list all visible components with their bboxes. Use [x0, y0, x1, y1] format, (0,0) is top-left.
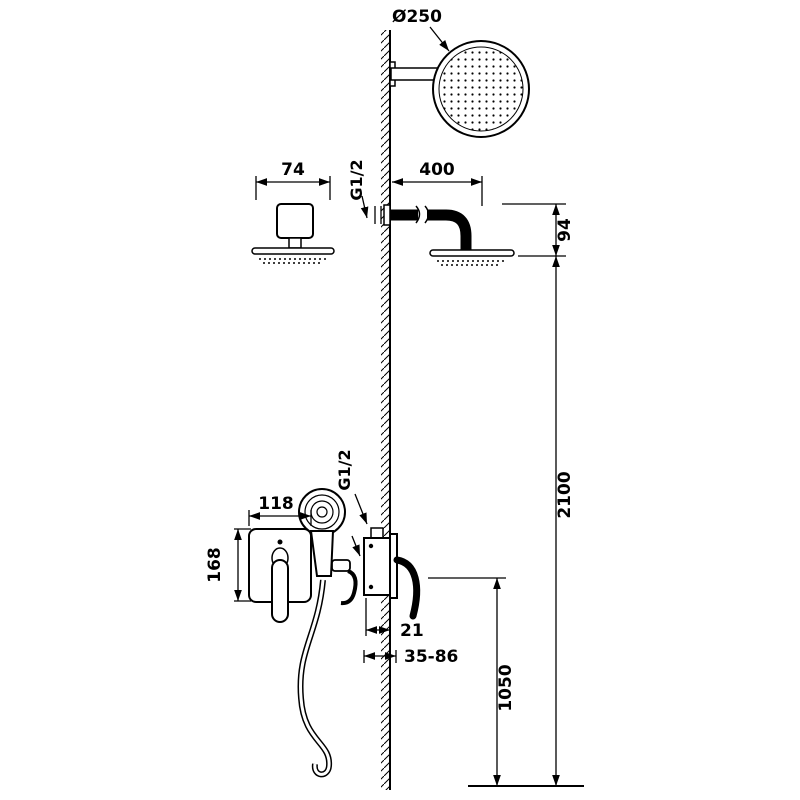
valve-screw — [368, 584, 374, 590]
pipe-break-mark — [424, 205, 430, 224]
dim-top-thread-label: G1/2 — [347, 159, 366, 200]
hand-shower-ring — [316, 506, 328, 518]
dim-valve-height-label: 1050 — [496, 664, 516, 711]
head-disc-edge — [251, 247, 335, 255]
mixer-lever-side — [393, 556, 421, 620]
ceiling-flange — [276, 203, 314, 239]
pipe-break-gap — [418, 207, 427, 223]
dim-arm-length-label: 400 — [419, 160, 455, 180]
valve-trim-plate — [389, 533, 398, 599]
shower-holder-bracket — [331, 559, 351, 572]
dim-head-drop-label: 94 — [555, 218, 575, 242]
mixer-lever-front — [271, 559, 289, 623]
diverter-button — [277, 539, 283, 545]
shower-hose-inner — [298, 579, 331, 776]
dim-bottom-thread-arrow — [351, 535, 361, 557]
valve-body — [363, 537, 391, 596]
dim-bottom-thread-label: G1/2 — [335, 449, 354, 490]
dim-plate-height-label: 168 — [205, 547, 225, 583]
head-disc-edge-side — [429, 249, 515, 257]
arm-wall-connector — [383, 204, 391, 226]
valve-screw — [368, 543, 374, 549]
overhead-shower-front-view — [389, 40, 530, 138]
dim-plate-width-label: 118 — [258, 494, 294, 514]
hand-shower — [297, 488, 358, 778]
shower-holder-hook — [340, 569, 358, 606]
wall-section — [381, 30, 391, 790]
dim-recess-depth-label: 35-86 — [404, 647, 458, 667]
pipe-break-mark — [415, 205, 421, 224]
shower-hose-outline — [297, 579, 333, 778]
shower-head-spray-face — [438, 46, 524, 132]
dim-handle-offset-label: 21 — [400, 621, 424, 641]
shower-arm-side — [391, 209, 472, 250]
dim-head-diameter-label: Ø250 — [392, 7, 442, 27]
dim-top-thread-arrow — [360, 195, 369, 219]
dim-total-height-label: 2100 — [555, 471, 575, 518]
wall-hatching — [381, 30, 390, 790]
dim-flange-width-label: 74 — [281, 160, 305, 180]
hand-shower-head — [298, 488, 346, 536]
dimensions: Ø250 74 G1/2 400 94 2100 118 168 G1 — [205, 7, 575, 786]
hand-shower-handle — [309, 530, 335, 577]
mixer-plate-front-view — [248, 528, 312, 623]
overhead-shower-side-view — [374, 204, 515, 266]
dim-head-diameter-arrow — [429, 26, 450, 52]
flange-stem — [288, 237, 302, 249]
hand-shower-ring — [304, 494, 340, 530]
overhead-shower-flange-detail — [251, 203, 335, 264]
concealed-valve-side-view — [363, 527, 421, 620]
dim-bottom-thread-arrow — [354, 493, 368, 525]
shower-arm — [390, 67, 440, 81]
valve-top-port — [370, 527, 384, 539]
